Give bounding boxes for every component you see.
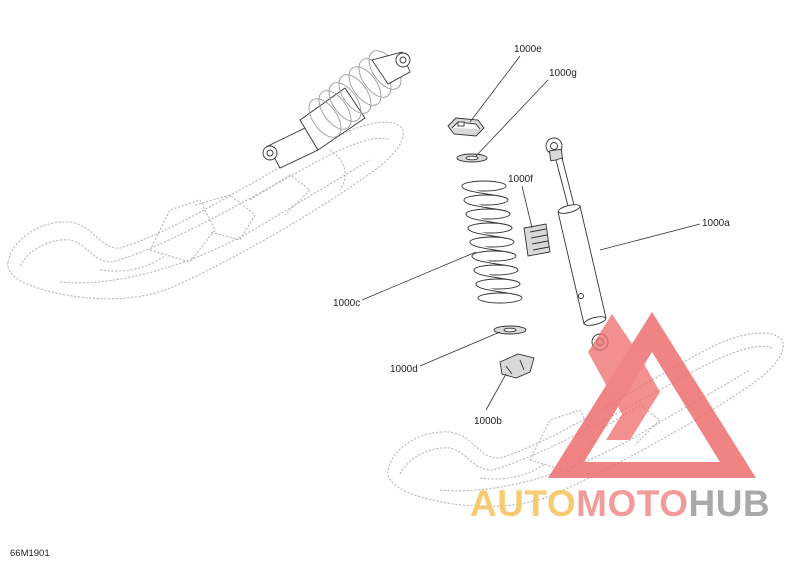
- label-1000d: 1000d: [390, 364, 418, 375]
- watermark-triangle-icon: [548, 312, 756, 478]
- left-ski-outline: [7, 121, 404, 300]
- label-1000b: 1000b: [474, 416, 502, 427]
- label-1000a: 1000a: [702, 218, 730, 229]
- label-1000f: 1000f: [508, 174, 533, 185]
- watermark-word-auto: AUTO: [470, 483, 576, 524]
- spring-retainer-top: [447, 117, 485, 137]
- label-1000e: 1000e: [514, 44, 542, 55]
- watermark-logo: AUTOMOTOHUB: [470, 312, 770, 524]
- figure-code: 66M1901: [10, 548, 50, 559]
- label-1000c: 1000c: [333, 298, 360, 309]
- shock-damper-body: [545, 137, 609, 351]
- watermark-word-moto: MOTO: [576, 483, 688, 524]
- watermark-inner-triangle-icon: [588, 314, 660, 440]
- coil-spring: [461, 180, 523, 304]
- leader-lines: [361, 55, 701, 411]
- assembled-shock-absorber: [262, 50, 411, 169]
- lower-spring-seat: [499, 353, 535, 379]
- label-1000g: 1000g: [549, 68, 577, 79]
- watermark-word-hub: HUB: [688, 483, 770, 524]
- lower-washer: [493, 325, 527, 335]
- bump-stop: [523, 223, 551, 257]
- svg-text:AUTOMOTOHUB: AUTOMOTOHUB: [470, 483, 770, 524]
- washer: [456, 153, 488, 163]
